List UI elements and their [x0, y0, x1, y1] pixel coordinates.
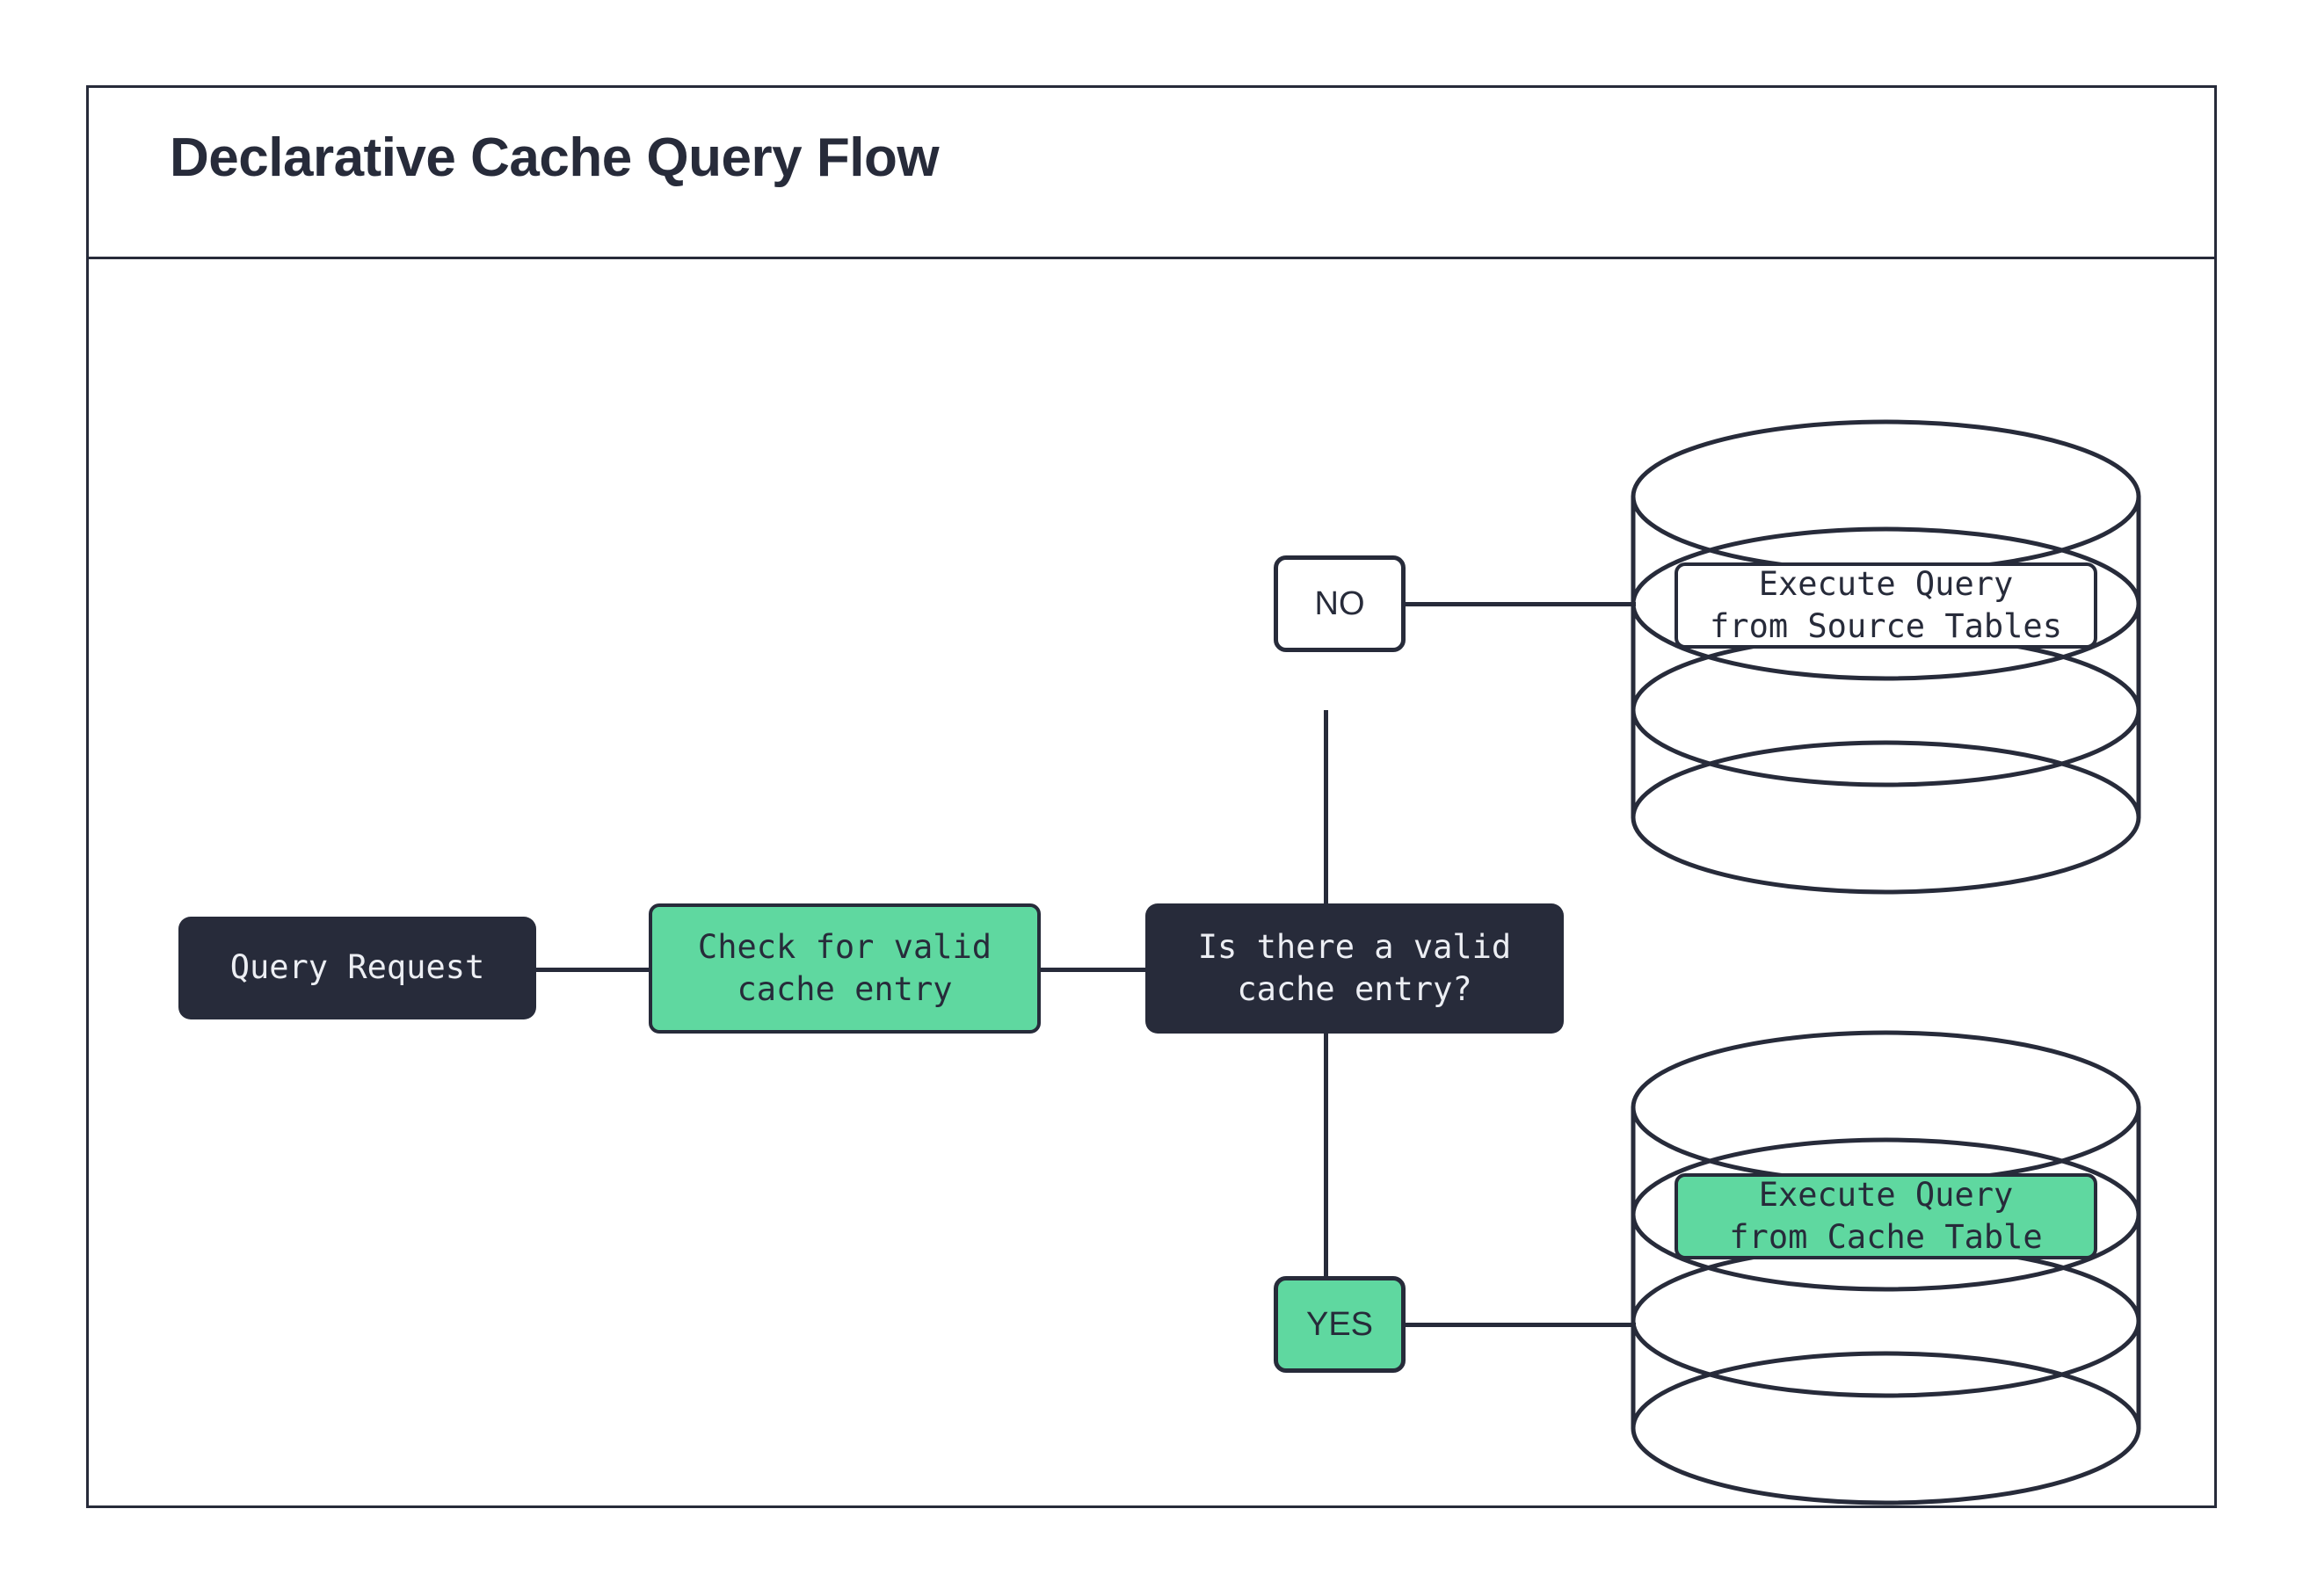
edge-decision-to-yes — [1324, 1030, 1328, 1325]
branch-label-no[interactable]: NO — [1274, 555, 1406, 652]
diagram-canvas: Execute Query from Source Tables Execute… — [89, 259, 2214, 1508]
diagram-frame: Declarative Cache Query Flow — [86, 85, 2217, 1508]
source-tables-database-cylinder: Execute Query from Source Tables — [1629, 417, 2143, 896]
cache-db-label[interactable]: Execute Query from Cache Table — [1675, 1173, 2097, 1259]
database-cylinder-icon — [1631, 1030, 2141, 1505]
source-db-label[interactable]: Execute Query from Source Tables — [1675, 562, 2097, 649]
database-cylinder-icon — [1631, 419, 2141, 895]
edge-decision-to-no — [1324, 710, 1328, 906]
edge-check-cache-to-decision — [1037, 968, 1149, 972]
diagram-title-bar: Declarative Cache Query Flow — [89, 88, 2214, 259]
page-title: Declarative Cache Query Flow — [170, 127, 940, 188]
node-query-request[interactable]: Query Request — [178, 917, 536, 1019]
cache-table-database-cylinder: Execute Query from Cache Table — [1629, 1028, 2143, 1507]
edge-query-request-to-check-cache — [534, 968, 652, 972]
edge-yes-to-cache-db — [1402, 1323, 1636, 1327]
node-check-cache[interactable]: Check for valid cache entry — [649, 903, 1041, 1034]
node-decision-valid-cache[interactable]: Is there a valid cache entry? — [1145, 903, 1564, 1034]
branch-label-yes[interactable]: YES — [1274, 1276, 1406, 1373]
edge-no-to-source-db — [1402, 602, 1636, 606]
